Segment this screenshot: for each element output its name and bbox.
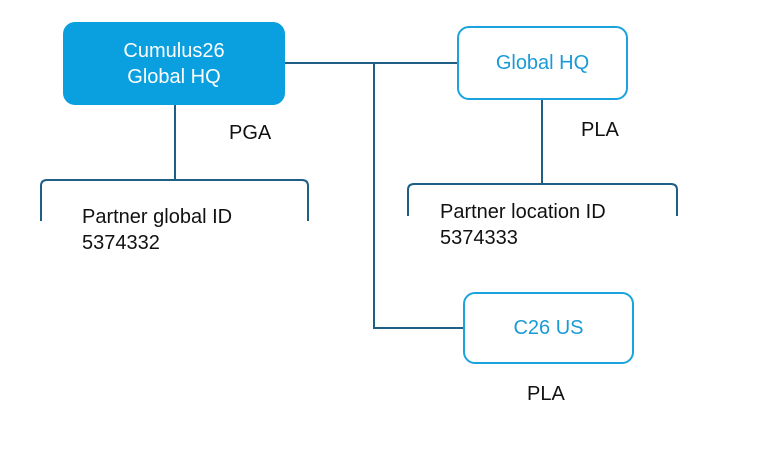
partner-location-id-text: Partner location ID 5374333: [440, 199, 606, 251]
node-c26-us-label: C26 US: [513, 316, 584, 339]
partner-global-id-title: Partner global ID: [82, 206, 233, 228]
node-global-hq-label: Global HQ: [495, 51, 590, 74]
partner-location-id-title: Partner location ID: [440, 201, 606, 223]
node-c26-us[interactable]: C26 US: [463, 292, 634, 364]
partner-location-id-value: 5374333: [440, 227, 518, 249]
pla-bracket: [407, 183, 678, 216]
label-pla-global-hq: PLA: [581, 119, 619, 141]
pga-bracket: [40, 179, 309, 221]
label-pla-c26-us: PLA: [527, 383, 565, 405]
partner-global-id-text: Partner global ID 5374332: [82, 204, 232, 256]
node-root-line1: Cumulus26: [123, 39, 225, 62]
node-root-line2: Global HQ: [127, 65, 221, 88]
label-pga: PGA: [229, 122, 272, 144]
partner-global-id-value: 5374332: [82, 232, 160, 254]
node-global-hq[interactable]: Global HQ: [457, 26, 628, 100]
node-cumulus26-global-hq[interactable]: Cumulus26 Global HQ: [63, 22, 285, 105]
connector-root-to-c26-us: [373, 63, 465, 329]
